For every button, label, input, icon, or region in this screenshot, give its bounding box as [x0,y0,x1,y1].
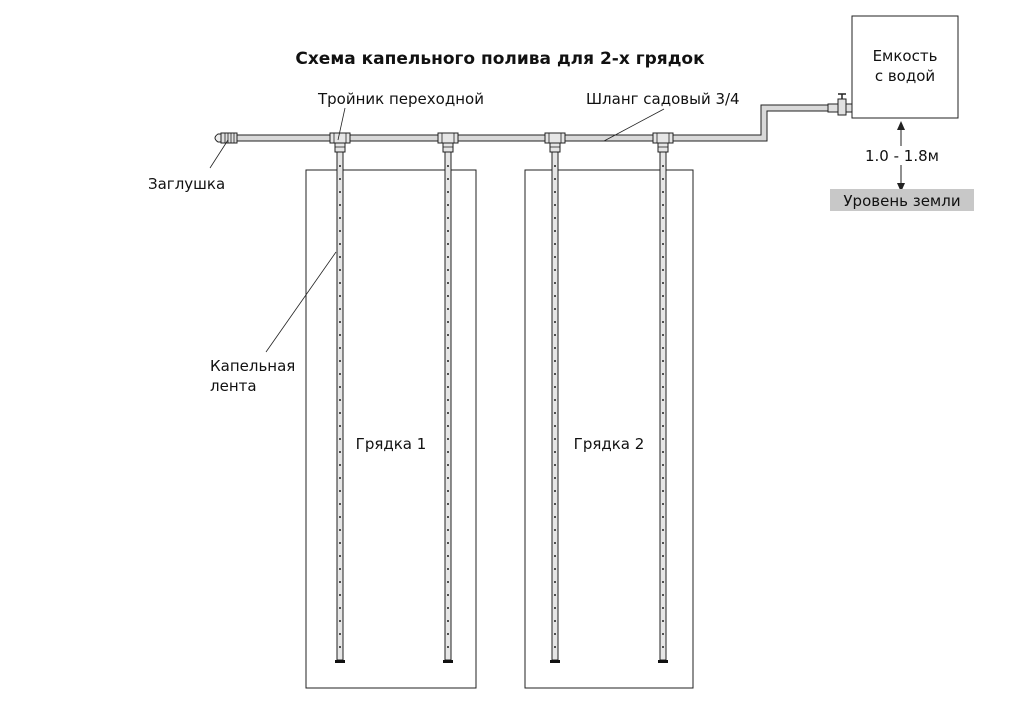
drip-tape-2 [444,151,452,661]
bed-2-outline [524,169,694,689]
drip-tapes [329,132,674,663]
drip-tape-1 [336,151,344,661]
plug-label: Заглушка [148,175,225,193]
tank-label-line2: с водой [875,67,935,85]
drip-tape-3 [551,151,559,661]
tape-end-cap-3 [550,660,560,663]
tank-label-line1: Емкость [873,47,938,65]
hose-label: Шланг садовый 3/4 [586,90,740,108]
tee-fitting-2 [437,132,459,144]
water-tank [851,15,959,119]
bed-1-label: Грядка 1 [356,435,427,453]
tee-connector-3 [549,142,561,153]
tee-fitting-1 [329,132,351,144]
tape-end-cap-2 [443,660,453,663]
garden-hose [222,104,832,142]
ground-level-bar [830,189,974,211]
tee-connector-4 [657,142,669,153]
plug-icon [214,132,238,144]
tape-end-cap-4 [658,660,668,663]
tee-label: Тройник переходной [317,90,484,108]
drip-tape-4 [659,151,667,661]
bed-1-outline [305,169,477,689]
callout-lines [209,107,665,353]
drip-tape-label-line1: Капельная [210,357,295,375]
tee-fitting-4 [652,132,674,144]
height-arrow-icon [897,121,905,192]
tape-end-cap-1 [335,660,345,663]
tee-fitting-3 [544,132,566,144]
tee-connector-1 [334,142,346,153]
ground-level-label: Уровень земли [843,192,960,210]
drip-tape-label-line2: лента [210,377,257,395]
tank-valve-icon [827,93,853,116]
height-label: 1.0 - 1.8м [865,147,939,165]
bed-2-label: Грядка 2 [574,435,645,453]
diagram-title: Схема капельного полива для 2-х грядок [295,49,705,69]
tee-connector-2 [442,142,454,153]
